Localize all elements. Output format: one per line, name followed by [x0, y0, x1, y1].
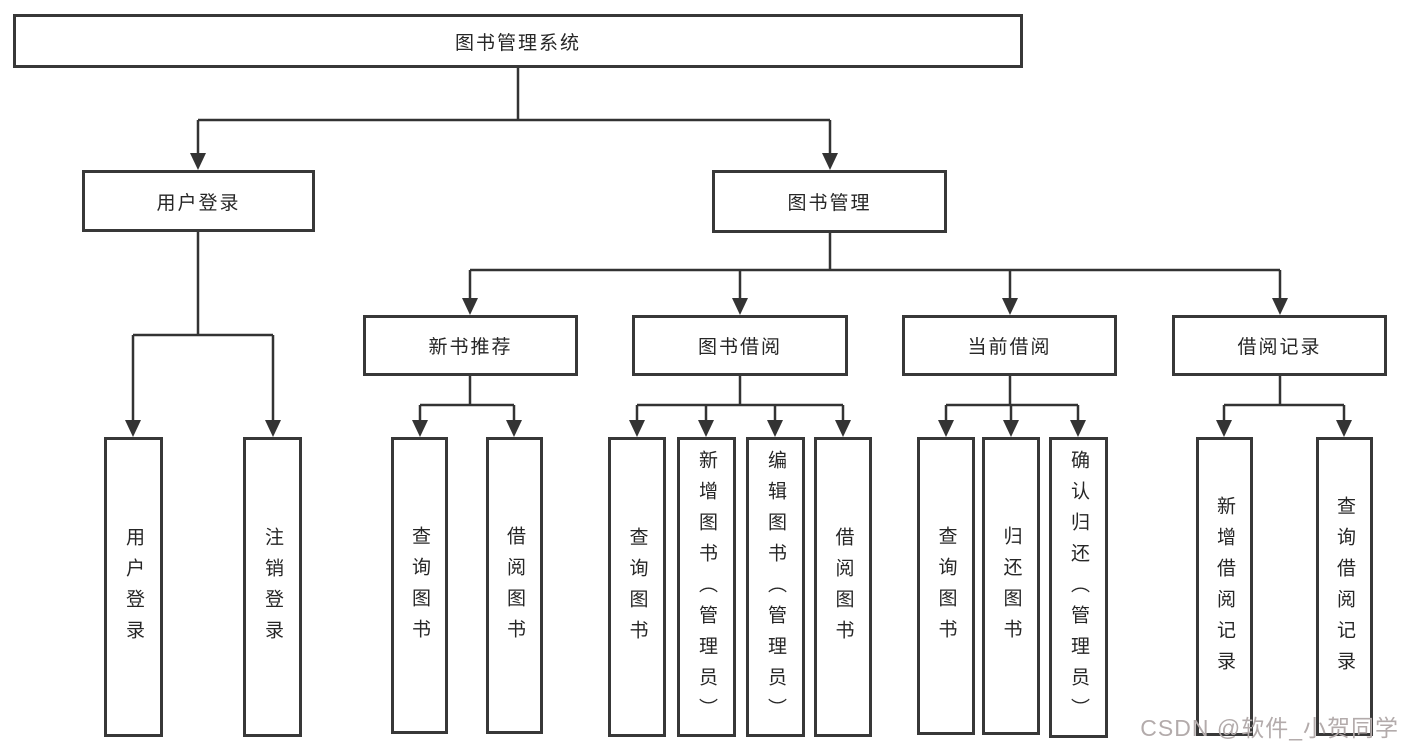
node-new-book-recommend: 新书推荐 — [363, 315, 578, 376]
node-root-system: 图书管理系统 — [13, 14, 1023, 68]
arrowheads — [125, 153, 1352, 437]
watermark-text: CSDN @软件_小贺同学 — [1140, 715, 1399, 741]
leaf-logout-login: 注销登录 — [243, 437, 302, 737]
leaf-user-login: 用户登录 — [104, 437, 163, 737]
node-current-borrow: 当前借阅 — [902, 315, 1117, 376]
leaf-borrow-book-recommend: 借阅图书 — [486, 437, 543, 734]
leaf-add-borrow-record: 新增借阅记录 — [1196, 437, 1253, 736]
node-book-borrow: 图书借阅 — [632, 315, 848, 376]
node-user-login: 用户登录 — [82, 170, 315, 232]
leaf-query-book-recommend: 查询图书 — [391, 437, 448, 734]
leaf-edit-book-admin: 编辑图书（管理员） — [746, 437, 805, 737]
leaf-confirm-return-admin: 确认归还（管理员） — [1049, 437, 1108, 738]
node-book-management: 图书管理 — [712, 170, 947, 233]
leaf-return-book: 归还图书 — [982, 437, 1040, 735]
leaf-query-borrow-record: 查询借阅记录 — [1316, 437, 1373, 736]
leaf-query-book-borrow: 查询图书 — [608, 437, 666, 737]
node-borrow-records: 借阅记录 — [1172, 315, 1387, 376]
leaf-query-book-current: 查询图书 — [917, 437, 975, 735]
leaf-add-book-admin: 新增图书（管理员） — [677, 437, 736, 737]
leaf-borrow-book: 借阅图书 — [814, 437, 872, 737]
